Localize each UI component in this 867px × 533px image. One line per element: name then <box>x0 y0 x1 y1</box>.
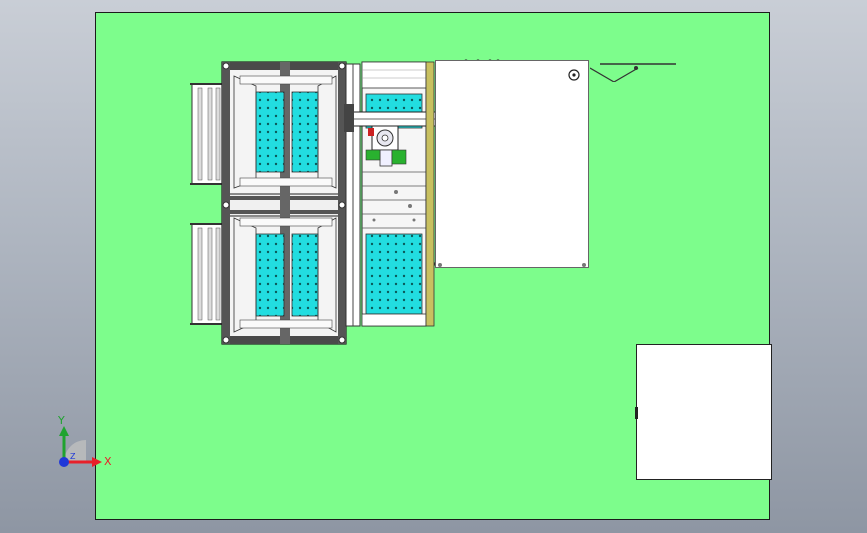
right-station[interactable] <box>361 61 427 327</box>
z-axis-label: Z <box>70 452 76 461</box>
swing-arm[interactable] <box>590 60 680 82</box>
pick-head[interactable] <box>365 125 407 167</box>
panel-screw <box>438 263 442 267</box>
control-panel[interactable] <box>435 60 589 268</box>
axis-triad[interactable]: Y X Z <box>48 414 118 476</box>
y-axis-label: Y <box>58 414 65 427</box>
side-enclosure[interactable] <box>635 344 772 480</box>
enclosure-handle <box>635 407 638 419</box>
linear-rail <box>345 63 361 327</box>
frame-feet <box>222 62 346 344</box>
main-frame[interactable] <box>221 61 347 345</box>
panel-screw <box>582 263 586 267</box>
left-conveyor-top <box>190 83 228 185</box>
x-axis-label: X <box>104 455 112 468</box>
axis-triad-graphic <box>59 426 102 467</box>
left-conveyor-bottom <box>190 223 228 325</box>
gantry-beam <box>344 104 437 132</box>
mount-strip <box>425 61 435 327</box>
rotary-knob[interactable] <box>567 68 581 82</box>
